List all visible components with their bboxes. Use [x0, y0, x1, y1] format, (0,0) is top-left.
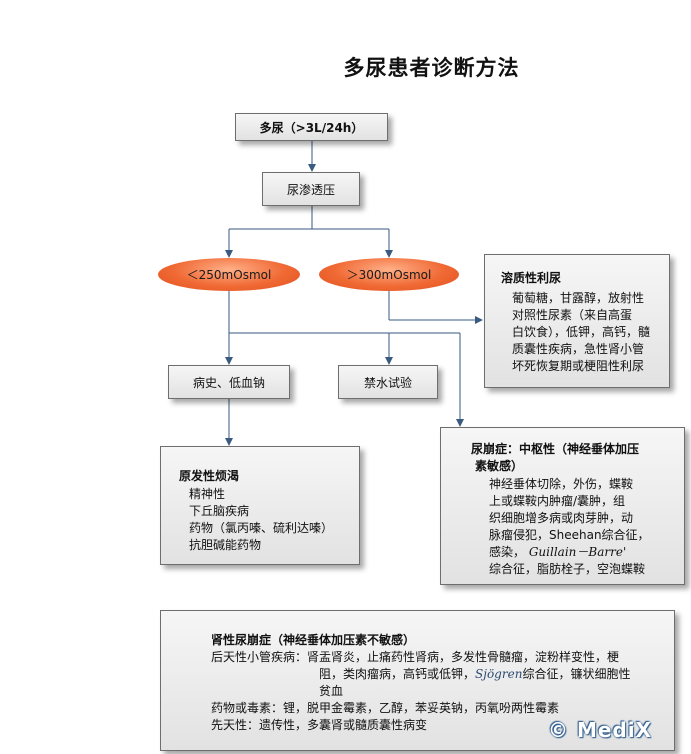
solute-line: 质囊性疾病，急性肾小管: [512, 342, 645, 356]
central-line-gb: 感染， Guillain－Barre': [489, 544, 684, 561]
nephro-drugs-row: 药物或毒素：锂，脱甲金霉素，乙醇，苯妥英钠，丙氧吩两性霉素: [211, 701, 560, 715]
nephro-acquired-row-3: 贫血: [319, 684, 344, 698]
central-line: 综合征，脂肪栓子，空泡蝶鞍: [489, 562, 646, 576]
solute-line: 白饮食），低钾，高钙，髓: [512, 325, 651, 339]
nephro-acquired-text: 肾盂肾炎，止痛药性肾病，多发性骨髓瘤，淀粉样变性，梗: [307, 650, 620, 664]
central-heading: 尿崩症：中枢性（神经垂体加压: [471, 442, 640, 456]
solute-line: 坏死恢复期或梗阻性利尿: [512, 359, 645, 373]
solute-line: 葡萄糖，甘露醇，放射性: [512, 291, 645, 305]
central-line: 上或蝶鞍内肿瘤/囊肿，组: [489, 494, 626, 508]
history-label: 病史、低血钠: [192, 375, 265, 390]
primary-line: 精神性: [189, 487, 226, 501]
solute-diuresis-box: 溶质性利尿 葡萄糖，甘露醇，放射性 对照性尿素（来自高蛋 白饮食），低钾，高钙，…: [484, 254, 670, 388]
primary-polydipsia-box: 原发性烦渴 精神性 下丘脑疾病 药物（氯丙嗪、硫利达嗪） 抗胆碱能药物: [160, 446, 360, 565]
central-di-box: 尿崩症：中枢性（神经垂体加压 素敏感） 神经垂体切除，外伤，蝶鞍 上或蝶鞍内肿瘤…: [440, 427, 685, 585]
polyuria-box: 多尿（>3L/24h）: [235, 113, 388, 141]
nephro-acquired-label: 后天性小管疾病：: [211, 650, 308, 664]
medix-watermark: © MediX: [548, 718, 653, 742]
solute-line: 对照性尿素（来自高蛋: [512, 308, 633, 322]
history-box: 病史、低血钠: [168, 365, 290, 399]
primary-line: 下丘脑疾病: [189, 504, 250, 518]
high-osmolality-label: ＞300mOsmol: [346, 268, 432, 282]
nephro-heading: 肾性尿崩症（神经垂体加压素不敏感）: [211, 633, 416, 647]
nephro-acquired-text: 阻，类肉瘤病，高钙或低钾，: [319, 667, 476, 681]
primary-line: 抗胆碱能药物: [189, 538, 262, 552]
nephro-acquired-row: 后天性小管疾病：肾盂肾炎，止痛药性肾病，多发性骨髓瘤，淀粉样变性，梗: [211, 649, 674, 666]
water-deprivation-box: 禁水试验: [338, 365, 438, 399]
low-osmolality-label: ＜250mOsmol: [186, 268, 272, 282]
primary-heading: 原发性烦渴: [179, 469, 240, 483]
nephro-congenital-row: 先天性：遗传性，多囊肾或髓质囊性病变: [211, 718, 428, 732]
sjogren-name: Sjögren: [475, 667, 523, 681]
nephro-acquired-text: 综合征，镰状细胞性: [522, 667, 631, 681]
solute-heading: 溶质性利尿: [501, 271, 562, 285]
guillain-barre-name: Guillain－Barre': [528, 545, 627, 559]
high-osmolality-oval: ＞300mOsmol: [319, 258, 459, 291]
central-line: 感染，: [489, 545, 526, 559]
low-osmolality-oval: ＜250mOsmol: [158, 258, 300, 291]
osmolality-box: 尿渗透压: [262, 172, 360, 206]
osmolality-label: 尿渗透压: [286, 182, 335, 197]
water-deprivation-label: 禁水试验: [363, 375, 412, 390]
polyuria-label: 多尿（>3L/24h）: [259, 120, 364, 135]
central-line: 织细胞增多病或肉芽肿，动: [489, 511, 634, 525]
primary-line: 药物（氯丙嗪、硫利达嗪）: [189, 521, 334, 535]
central-heading-cont: 素敏感）: [475, 459, 524, 473]
nephro-acquired-row-2: 阻，类肉瘤病，高钙或低钾，Sjögren综合征，镰状细胞性: [211, 666, 674, 683]
nephrogenic-di-box: 肾性尿崩症（神经垂体加压素不敏感） 后天性小管疾病：肾盂肾炎，止痛药性肾病，多发…: [160, 610, 675, 751]
central-line: 神经垂体切除，外伤，蝶鞍: [489, 477, 634, 491]
page-title: 多尿患者诊断方法: [343, 55, 520, 80]
central-line: 脉瘤侵犯，Sheehan综合征，: [489, 528, 650, 542]
